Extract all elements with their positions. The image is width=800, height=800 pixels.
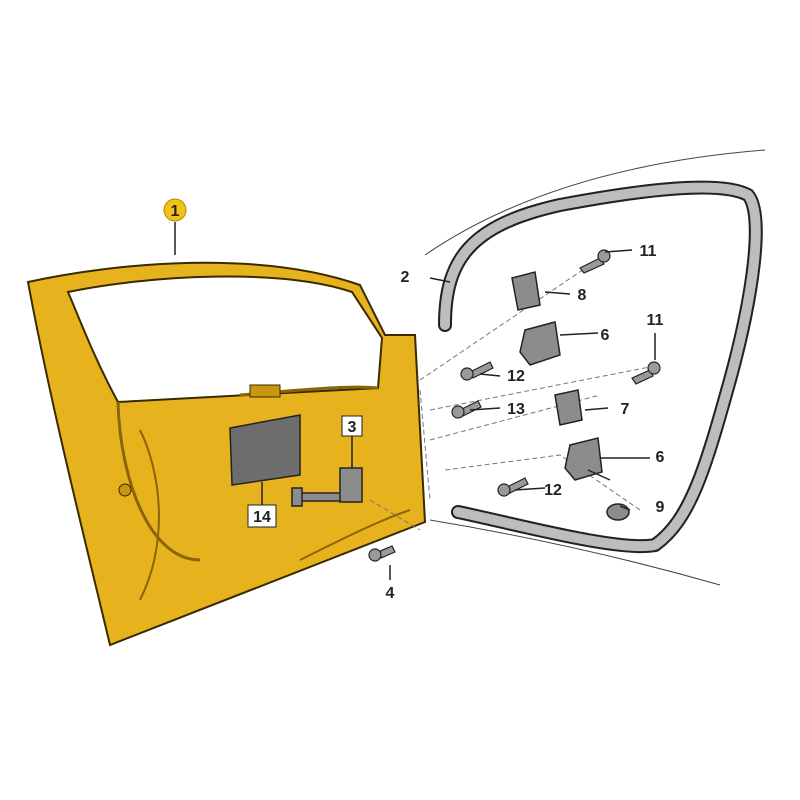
callout-1: 1	[171, 203, 180, 220]
bolts	[368, 249, 661, 562]
door-seal	[438, 180, 763, 554]
callout-9: 9	[656, 499, 665, 516]
callout-11-upper: 11	[640, 243, 657, 260]
hinge-7	[554, 389, 583, 426]
body-roof-line	[424, 149, 766, 256]
callout-8: 8	[578, 287, 587, 304]
callout-2: 2	[401, 269, 410, 286]
callout-13: 13	[507, 401, 525, 418]
body-sill-line	[429, 519, 721, 586]
callout-1-badge	[163, 198, 187, 222]
callout-14: 14	[253, 509, 271, 526]
callout-7: 7	[621, 401, 630, 418]
sound-pad-part	[229, 414, 301, 486]
callout-3: 3	[348, 419, 357, 436]
callout-12-upper: 12	[507, 368, 525, 385]
door-panel	[26, 261, 427, 647]
callout-11-right: 11	[647, 312, 664, 329]
callout-12-lower: 12	[544, 482, 562, 499]
callout-6-lower: 6	[656, 449, 665, 466]
hinge-6-lower	[564, 437, 603, 481]
cap-9	[606, 503, 630, 521]
callout-4: 4	[386, 585, 395, 602]
hinge-8	[511, 271, 541, 311]
callout-6-upper: 6	[601, 327, 610, 344]
hinge-6-upper	[519, 321, 561, 366]
door-check-part	[291, 467, 363, 507]
